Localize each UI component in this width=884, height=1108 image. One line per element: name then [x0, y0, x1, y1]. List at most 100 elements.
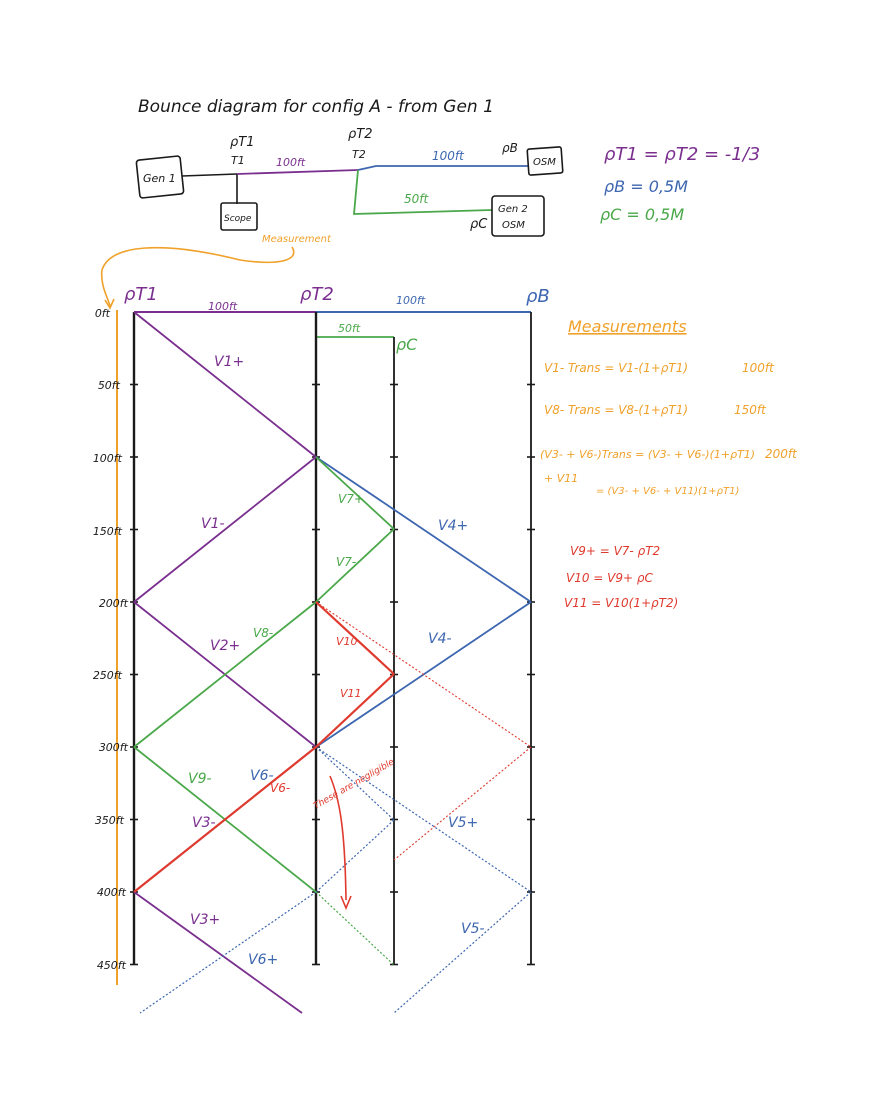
t1-label: T1: [231, 154, 245, 167]
gen1-box: [135, 155, 185, 199]
measurement-row3-dist: 200ft: [765, 447, 798, 461]
wave-v11-red: [133, 746, 317, 893]
diagram-title: Bounce diagram for config A - from Gen 1: [138, 97, 494, 117]
wave-v8-minus: [133, 601, 317, 748]
osm-box: [526, 146, 564, 176]
measurements-panel: Measurements V1- Trans = V1-(1+ρT1) 100f…: [540, 317, 798, 497]
osm-label: OSM: [533, 157, 556, 168]
label-v1-plus: V1+: [214, 354, 244, 370]
rho-t2-label: ρT2: [348, 127, 372, 142]
axis-label-100: 100ft: [93, 452, 123, 465]
rho-t1-t2-eq: ρT1 = ρT2 = -1/3: [604, 144, 760, 165]
axis-label-150: 150ft: [93, 525, 123, 538]
negligible-arrowhead: [340, 895, 352, 911]
axis-label-300: 300ft: [99, 741, 129, 754]
gen2-label: Gen 2: [498, 204, 528, 215]
measurement-label: Measurement: [262, 234, 332, 245]
gen1-label: Gen 1: [143, 172, 176, 185]
label-v7-plus: V7+: [338, 492, 364, 506]
axis-label-350: 350ft: [95, 814, 125, 827]
measurement-row3-eq: (V3- + V6-)Trans = (V3- + V6-)(1+ρT1): [540, 448, 755, 461]
rho-b-eq: ρB = 0,5M: [604, 177, 688, 196]
label-v3-minus: V3-: [192, 815, 216, 831]
label-v4-minus: V4-: [428, 631, 452, 647]
wave-red-dotted-1: [315, 601, 532, 748]
axis-label-250: 250ft: [93, 669, 123, 682]
wave-v7-plus: [315, 456, 395, 530]
top-rho-t2: ρT2: [300, 284, 334, 305]
wave-dot-c2: [315, 819, 395, 893]
green-bounce-lines: [133, 456, 395, 893]
gen2-box: [491, 195, 545, 237]
blue-length: 100ft: [432, 149, 465, 163]
measurement-arrow: [100, 246, 295, 307]
axis-label-450: 450ft: [97, 959, 127, 972]
red-note-2: V10 = V9+ ρC: [566, 571, 653, 585]
label-v7-minus: V7-: [336, 555, 356, 569]
purple-line: [236, 169, 359, 175]
wave-v6-plus: [139, 891, 317, 1014]
wave-v1-plus: [133, 311, 317, 458]
axis-label-200: 200ft: [99, 597, 129, 610]
wave-dot-c: [315, 746, 395, 821]
schematic: Gen 1 Scope ρT1 T1 100ft ρT2 T2 100ft ρB…: [100, 127, 564, 310]
top-rho-t1: ρT1: [124, 284, 158, 305]
label-v6-minus-red: V6-: [270, 781, 290, 795]
wave-v9-red: [315, 601, 395, 675]
negligible-arrow: [329, 775, 347, 901]
label-v4-plus: V4+: [438, 518, 468, 534]
measurement-arrowhead: [104, 298, 115, 310]
axis-label-50: 50ft: [98, 379, 121, 392]
label-v6-plus: V6+: [248, 952, 278, 968]
wave-v7-minus: [315, 528, 395, 603]
red-notes: V9+ = V7- ρT2 V10 = V9+ ρC V11 = V10(1+ρ…: [564, 544, 678, 610]
blue-dotted-lines: [139, 746, 532, 1014]
rho-c-label: ρC: [470, 217, 488, 232]
wave-labels: V1+ V1- V2+ V3+ V3- V4+ V4- V5+ V5- V6+ …: [188, 354, 485, 968]
t2-label: T2: [352, 148, 366, 161]
blue-line: [357, 165, 528, 171]
label-v1-minus: V1-: [201, 516, 225, 532]
green-dotted-line: [315, 891, 395, 966]
top-seg3-length: 50ft: [338, 322, 361, 335]
rho-b-label: ρB: [502, 141, 518, 155]
axis-labels: 0ft 50ft 100ft 150ft 200ft 250ft 300ft 3…: [93, 307, 129, 972]
top-rho-b: ρB: [526, 286, 550, 307]
red-lines: [133, 601, 532, 911]
wave-v5-plus: [315, 746, 532, 893]
reflection-coeffs: ρT1 = ρT2 = -1/3 ρB = 0,5M ρC = 0,5M: [600, 144, 760, 224]
negligible-note: These are negligible: [312, 757, 397, 812]
wave-v1-minus: [133, 456, 317, 603]
green-length: 50ft: [404, 192, 429, 206]
measurement-row2-dist: 150ft: [734, 403, 767, 417]
axis-label-400: 400ft: [97, 886, 127, 899]
measurement-row1-dist: 100ft: [742, 361, 775, 375]
red-note-3: V11 = V10(1+ρT2): [564, 596, 678, 610]
label-v3-plus: V3+: [190, 912, 220, 928]
label-v9: V10: [336, 635, 358, 648]
measurement-row2-eq: V8- Trans = V8-(1+ρT1): [544, 403, 688, 417]
green-line: [353, 169, 493, 215]
scope-label: Scope: [224, 214, 252, 224]
top-seg2-length: 100ft: [396, 294, 426, 307]
top-rho-c: ρC: [396, 335, 418, 354]
label-v5-plus: V5+: [448, 815, 478, 831]
label-v7-plus-lower: V9-: [188, 771, 212, 787]
wave-v10-red: [315, 673, 395, 748]
scope-box: [220, 202, 258, 231]
label-v8-minus: V8-: [253, 626, 273, 640]
wave-v4-plus: [315, 456, 532, 603]
purple-length: 100ft: [276, 156, 306, 169]
measurement-row3-plus: + V11: [544, 472, 578, 485]
label-v5-minus: V5-: [461, 921, 485, 937]
measurement-row1-eq: V1- Trans = V1-(1+ρT1): [544, 361, 688, 375]
measurement-row3-eq2: = (V3- + V6- + V11)(1+ρT1): [596, 486, 739, 497]
purple-bounce-lines: [133, 311, 317, 1014]
axis-label-0: 0ft: [95, 307, 111, 320]
rho-c-eq: ρC = 0,5M: [600, 205, 684, 224]
label-v2-plus: V2+: [210, 638, 240, 654]
rho-t1-label: ρT1: [230, 135, 254, 150]
label-v6-minus-blue: V6-: [250, 768, 274, 784]
red-note-1: V9+ = V7- ρT2: [570, 544, 660, 558]
